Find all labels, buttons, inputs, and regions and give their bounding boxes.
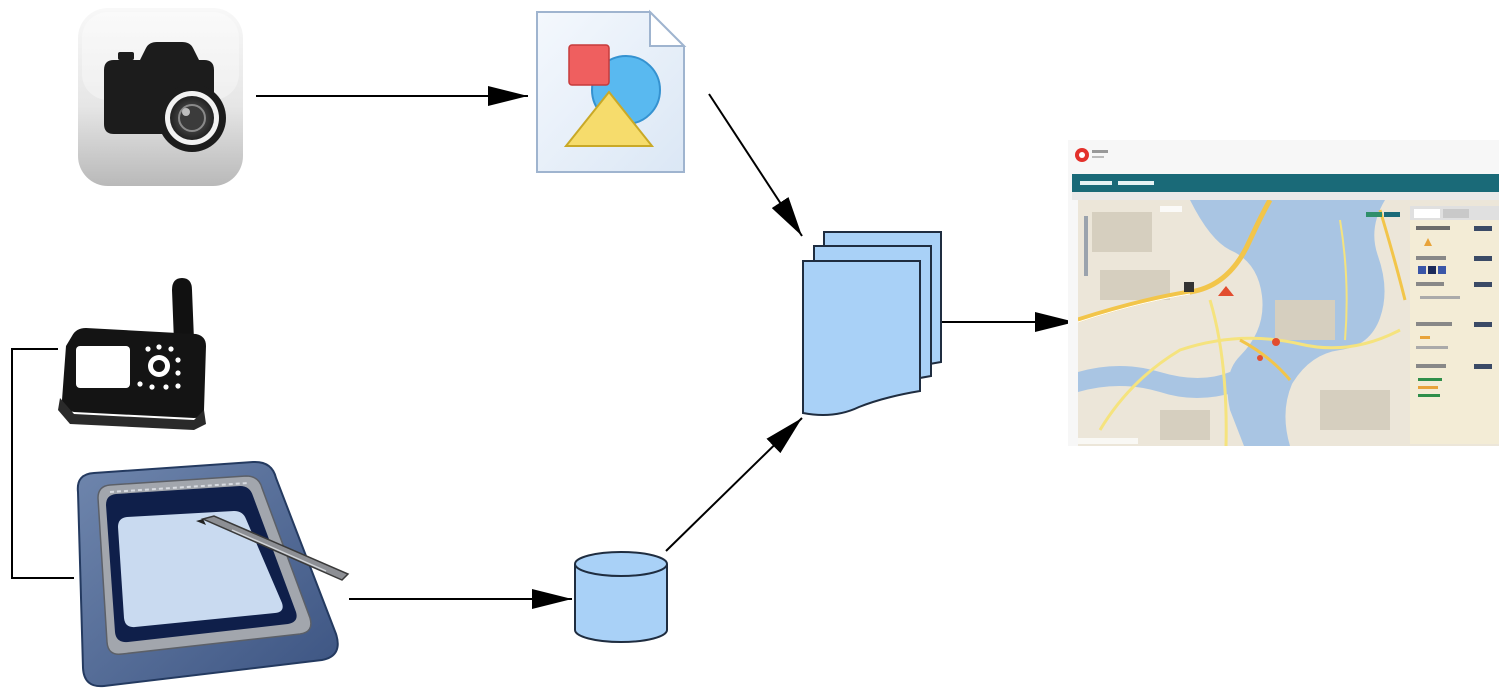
pen-tablet-icon <box>76 460 350 688</box>
image-file-icon <box>536 9 687 173</box>
connectors <box>11 86 1075 609</box>
arrow-image-to-documents <box>708 93 803 237</box>
multiple-documents-icon <box>802 231 942 416</box>
arrow-database-to-documents <box>665 417 803 552</box>
map-sidebar <box>1410 206 1499 444</box>
app-logo-icon <box>1075 148 1108 162</box>
connector-gps-to-tablet <box>11 348 74 579</box>
gps-device-icon <box>58 278 206 430</box>
camera-icon <box>78 8 243 186</box>
database-icon <box>574 551 668 643</box>
map-application-screenshot <box>1068 140 1499 446</box>
